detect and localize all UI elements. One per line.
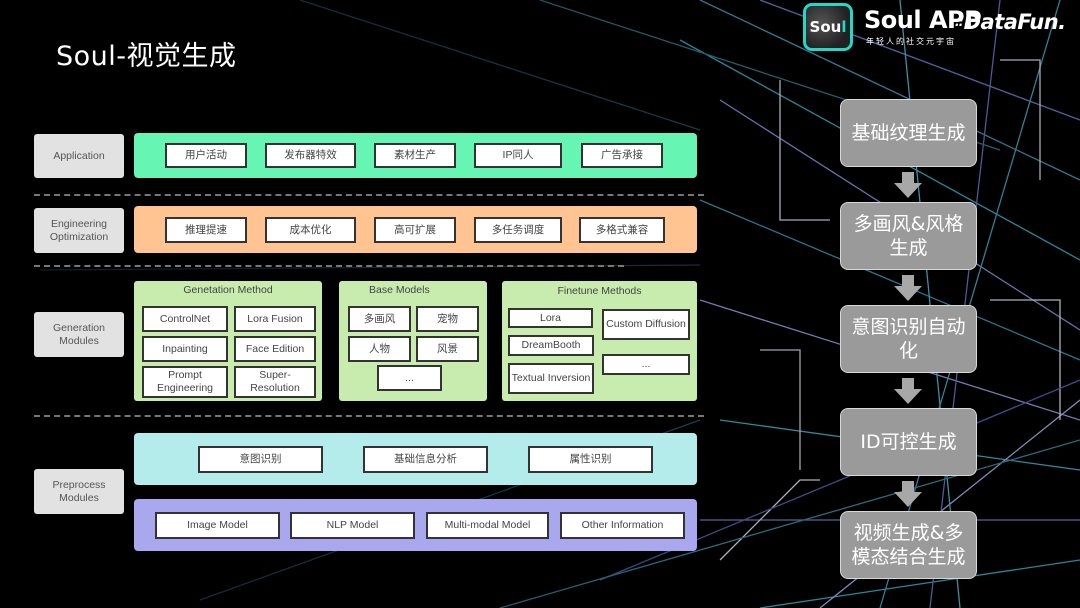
logo-text-accent: l (841, 18, 847, 36)
datafun-name: DataFun. (963, 10, 1067, 34)
preprocess-model-item: NLP Model (290, 512, 415, 539)
brand-slogan: 年轻人的社交元宇宙 (866, 37, 956, 46)
engineering-band: 推理提速 成本优化 高可扩展 多任务调度 多格式兼容 (134, 206, 697, 253)
engineering-item: 多格式兼容 (579, 217, 665, 243)
logo-text: Sou (809, 18, 842, 36)
finetune-method-item: Textual Inversion (508, 363, 594, 394)
application-item: 素材生产 (374, 143, 456, 168)
base-model-item: 宠物 (416, 306, 479, 332)
engineering-item: 推理提速 (165, 217, 247, 243)
generation-method-item: Super-Resolution (234, 366, 316, 398)
brand-name: Soul APP (864, 6, 982, 34)
finetune-method-item: DreamBooth (508, 335, 594, 356)
layer-label-application: Application (34, 134, 124, 178)
roadmap-step: 意图识别自动化 (840, 305, 977, 373)
base-model-item: 风景 (416, 336, 479, 362)
roadmap-step: 视频生成&多模态结合生成 (840, 511, 977, 579)
preprocess-model-item: Image Model (155, 512, 280, 539)
layer-divider (34, 265, 624, 267)
down-arrow-icon (894, 275, 922, 301)
application-item: 用户活动 (165, 143, 247, 168)
layer-label-engineering: Engineering Optimization (34, 208, 124, 253)
datafun-dots-icon: :: (955, 15, 964, 29)
datafun-logo: ::DataFun. (955, 10, 1066, 34)
preprocess-item: 意图识别 (198, 446, 323, 473)
generation-method-item: Inpainting (142, 336, 228, 362)
roadmap-step: 基础纹理生成 (840, 99, 977, 167)
application-item: 广告承接 (581, 143, 663, 168)
finetune-method-item: Lora (508, 308, 593, 328)
layer-label-preprocess: Preprocess Modules (34, 469, 124, 514)
application-band: 用户活动 发布器特效 素材生产 IP同人 广告承接 (134, 133, 697, 178)
engineering-item: 成本优化 (265, 217, 356, 243)
preprocess-item: 基础信息分析 (363, 446, 488, 473)
preprocess-bottom-band: Image Model NLP Model Multi-modal Model … (134, 499, 697, 551)
base-model-item: 多画风 (348, 306, 411, 332)
layer-divider (34, 194, 704, 196)
finetune-methods-group: Finetune Methods Lora Custom Diffusion D… (502, 281, 697, 401)
generation-method-item: Prompt Engineering (142, 366, 228, 398)
application-item: IP同人 (474, 143, 562, 168)
roadmap-step: 多画风&风格生成 (840, 202, 977, 270)
page-title: Soul-视觉生成 (56, 41, 237, 72)
down-arrow-icon (894, 172, 922, 198)
generation-method-item: Face Edition (234, 336, 316, 362)
preprocess-model-item: Multi-modal Model (426, 512, 549, 539)
roadmap-step: ID可控生成 (840, 408, 977, 476)
group-title: Genetation Method (183, 284, 273, 296)
preprocess-model-item: Other Information (560, 512, 685, 539)
group-title: Finetune Methods (557, 285, 642, 297)
finetune-method-item: Custom Diffusion (602, 309, 690, 340)
preprocess-top-band: 意图识别 基础信息分析 属性识别 (134, 433, 697, 485)
down-arrow-icon (894, 481, 922, 507)
layer-divider (34, 415, 704, 417)
application-item: 发布器特效 (265, 143, 356, 168)
generation-method-group: Genetation Method ControlNet Lora Fusion… (134, 281, 322, 401)
generation-method-item: Lora Fusion (234, 306, 316, 332)
base-models-group: Base Models 多画风 宠物 人物 风景 ... (339, 281, 487, 401)
engineering-item: 多任务调度 (474, 217, 562, 243)
down-arrow-icon (894, 378, 922, 404)
engineering-item: 高可扩展 (374, 217, 456, 243)
base-model-item: 人物 (348, 336, 411, 362)
base-model-item: ... (377, 365, 442, 391)
generation-method-item: ControlNet (142, 306, 228, 332)
finetune-method-item: ... (602, 354, 690, 375)
group-title: Base Models (369, 284, 430, 296)
layer-label-generation: Generation Modules (34, 312, 124, 357)
preprocess-item: 属性识别 (528, 446, 653, 473)
